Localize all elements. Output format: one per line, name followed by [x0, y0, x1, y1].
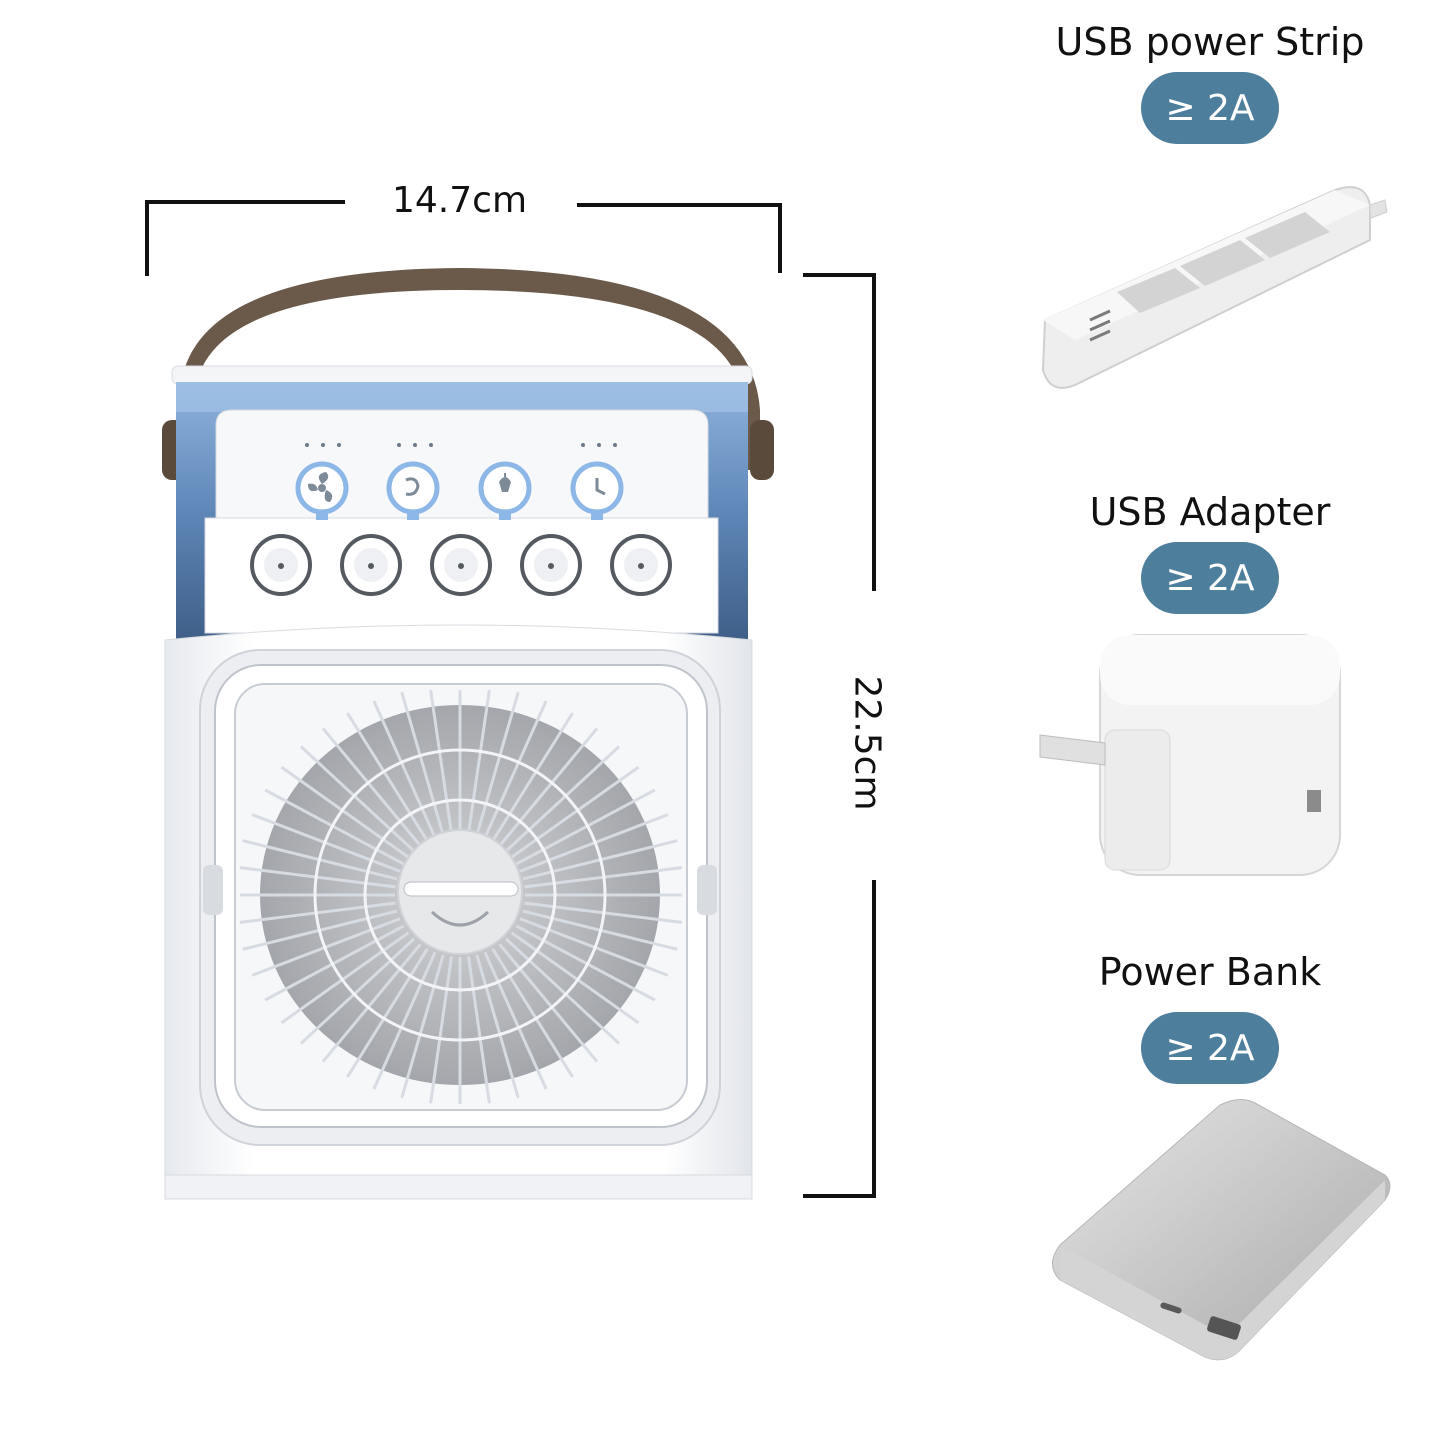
power-source-label: USB Adapter: [1089, 490, 1331, 534]
power-bank-icon: [1052, 1099, 1391, 1361]
power-source-label: Power Bank: [1098, 950, 1322, 994]
usb-adapter-icon: [1039, 634, 1341, 876]
air-cooler-image: [162, 268, 774, 1200]
rating-badge: ≥ 2A: [1141, 1012, 1279, 1084]
power-source-label: USB power Strip: [1055, 20, 1365, 64]
timer-icon: [570, 461, 624, 520]
power-strip-icon: [1041, 186, 1388, 389]
rating-badge: ≥ 2A: [1141, 542, 1279, 614]
fan-icon: [295, 461, 349, 520]
width-label: 14.7cm: [392, 180, 528, 221]
fan-louvers: [239, 689, 683, 1104]
spray-icon: [386, 461, 440, 520]
light-icon: [478, 461, 532, 520]
rating-badge: ≥ 2A: [1141, 72, 1279, 144]
